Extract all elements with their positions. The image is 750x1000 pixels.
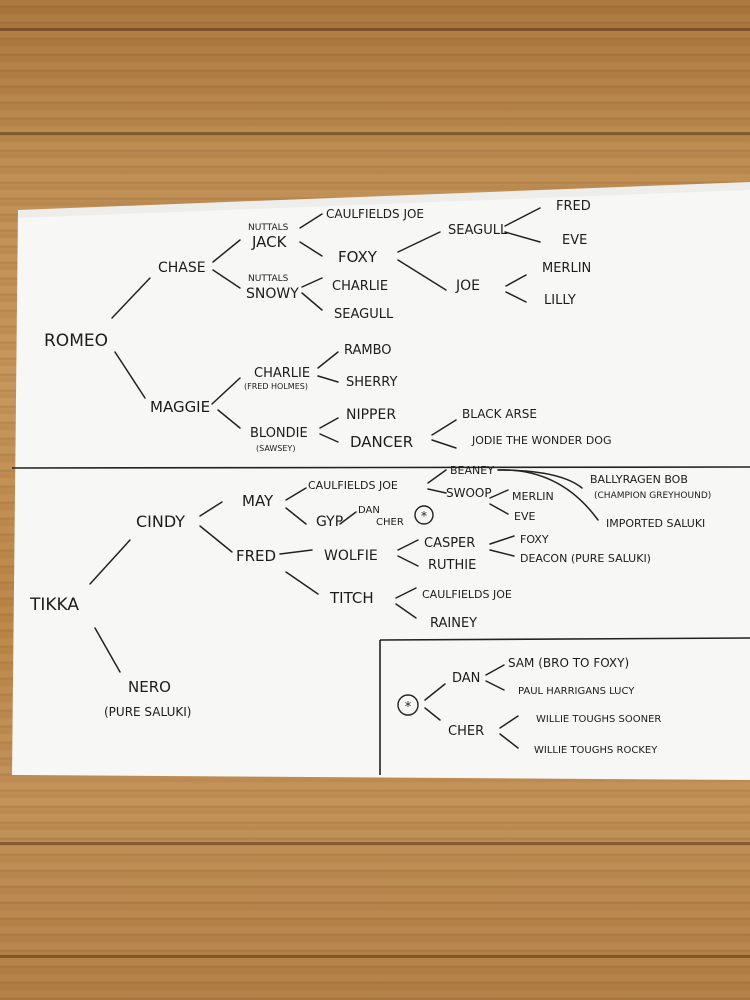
node-blondie: BLONDIE [250,426,308,441]
node-foxy: FOXY [338,248,378,266]
node-cindy: CINDY [136,512,185,531]
note-champion: (CHAMPION GREYHOUND) [594,491,711,501]
plank-seam [0,28,750,31]
plank-seam [0,842,750,845]
node-chase: CHASE [158,260,206,276]
node-fred: FRED [236,547,276,565]
node-merlin: MERLIN [512,490,554,503]
divider-line [11,466,750,469]
node-imported-saluki: IMPORTED SALUKI [606,517,705,530]
top-tree: ROMEO CHASE MAGGIE NUTTALS JACK NUTTALS … [44,199,611,453]
node-willie-toughs-rockey: WILLIE TOUGHS ROCKEY [534,745,658,756]
inset-tree: DAN CHER SAM (BRO TO FOXY) PAUL HARRIGAN… [448,656,661,756]
node-caulfields-joe: CAULFIELDS JOE [422,588,512,601]
node-caulfields-joe: CAULFIELDS JOE [308,479,398,492]
node-merlin: MERLIN [542,261,591,276]
node-snowy: SNOWY [246,286,299,302]
node-lilly: LILLY [544,293,576,308]
node-ballyragen-bob: BALLYRAGEN BOB [590,473,688,486]
node-cher: CHER [376,517,404,528]
node-deacon: DEACON (PURE SALUKI) [520,552,651,565]
node-willie-toughs-sooner: WILLIE TOUGHS SOONER [536,714,661,725]
node-charlie: CHARLIE [254,366,310,381]
note-sawsey: (SAWSEY) [256,444,295,453]
node-eve: EVE [514,510,535,523]
node-fred: FRED [556,199,591,214]
node-seagull: SEAGULL [448,223,508,238]
node-caulfields-joe: CAULFIELDS JOE [326,207,424,221]
node-seagull: SEAGULL [334,307,394,322]
note-nuttals: NUTTALS [248,223,289,233]
bottom-tree: TIKKA CINDY NERO (PURE SALUKI) MAY FRED … [29,464,711,719]
node-sam: SAM (BRO TO FOXY) [508,656,629,670]
inset-connectors [424,664,519,749]
node-gyp: GYP [316,514,343,530]
node-beaney: BEANEY [450,464,494,477]
node-eve: EVE [562,233,587,248]
node-cher: CHER [448,724,484,739]
node-swoop: SWOOP [446,486,492,500]
node-dan: DAN [452,671,480,686]
top-tree-connectors [111,207,541,449]
star-mark-icon: * [414,505,434,525]
plank-seam [0,132,750,135]
node-foxy: FOXY [520,533,549,546]
bottom-tree-connectors [89,469,599,673]
node-romeo: ROMEO [44,331,108,351]
node-dan: DAN [358,505,380,516]
node-titch: TITCH [329,589,374,607]
node-jodie: JODIE THE WONDER DOG [471,434,611,447]
node-charlie: CHARLIE [332,279,388,294]
node-nero: NERO [128,678,171,696]
node-dancer: DANCER [350,433,413,451]
paper [12,182,750,780]
plank-seam [0,955,750,958]
node-sherry: SHERRY [346,375,397,390]
node-ruthie: RUTHIE [428,558,476,573]
note-fred-holmes: (FRED HOLMES) [244,382,308,391]
star-mark-icon: * [397,694,419,716]
inset-box [379,637,750,775]
node-tikka: TIKKA [29,595,79,615]
node-rainey: RAINEY [430,616,477,631]
node-black-arse: BLACK ARSE [462,407,537,421]
svg-text:*: * [405,700,412,715]
node-maggie: MAGGIE [150,398,210,416]
svg-text:*: * [421,509,427,523]
node-nipper: NIPPER [346,407,396,423]
note-nuttals: NUTTALS [248,274,289,284]
node-may: MAY [242,492,274,510]
node-wolfie: WOLFIE [324,548,378,564]
node-rambo: RAMBO [344,343,392,358]
node-paul-harrigans-lucy: PAUL HARRIGANS LUCY [518,686,635,697]
node-casper: CASPER [424,536,475,551]
node-joe: JOE [455,278,480,294]
note-pure-saluki: (PURE SALUKI) [104,705,191,719]
node-jack: JACK [251,233,288,251]
